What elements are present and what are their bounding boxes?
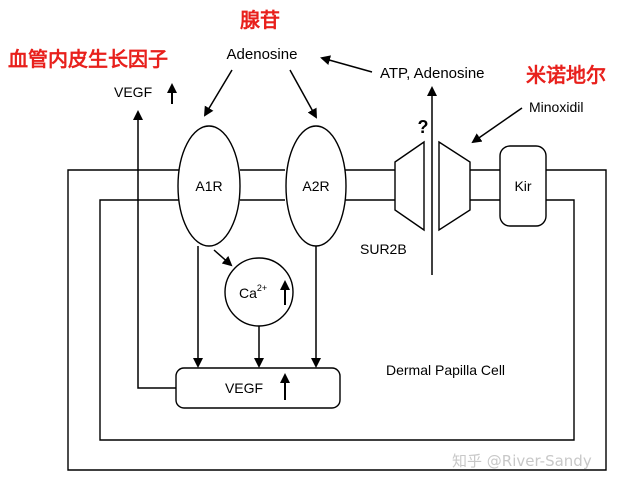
cell-label: Dermal Papilla Cell [386,362,505,378]
calcium-label: Ca2+ [239,283,267,301]
cell-membrane [67,169,607,471]
vegf-top-label: VEGF [114,84,152,100]
membrane-inner [99,199,575,441]
vegf-box-label: VEGF [225,380,263,396]
internal-arrows [133,110,321,389]
a1r-label: A1R [195,178,222,194]
sur2b-label: SUR2B [360,241,407,257]
sur2b-channel-right [438,140,471,232]
kir-label: Kir [514,178,531,194]
a1r-to-calcium-arrow [213,249,233,267]
minoxidil-cn-annotation: 米诺地尔 [526,63,606,87]
a1r-receptor [177,125,241,247]
membrane-outer [67,169,607,471]
a2r-label: A2R [302,178,329,194]
kir-channel [499,145,547,227]
question-mark: ? [418,117,429,137]
adenosine-to-a2r-arrow [289,69,317,119]
watermark: 知乎 @River-Sandy [452,452,592,470]
vegf-secretion-arrow [133,110,176,389]
adenosine-to-a1r-arrow [203,69,233,117]
vegf-cn-annotation: 血管内皮生长因子 [8,47,168,71]
atp-adenosine-label: ATP, Adenosine [380,65,485,82]
adenosine-label: Adenosine [227,46,298,63]
external-arrows [203,55,523,275]
adenosine-cn-annotation: 腺苷 [240,8,280,32]
sur2b-channel-left [394,140,425,232]
minoxidil-label: Minoxidil [529,99,583,115]
atp-to-adenosine-arrow [320,55,373,73]
minoxidil-to-sur2b-arrow [471,107,523,144]
